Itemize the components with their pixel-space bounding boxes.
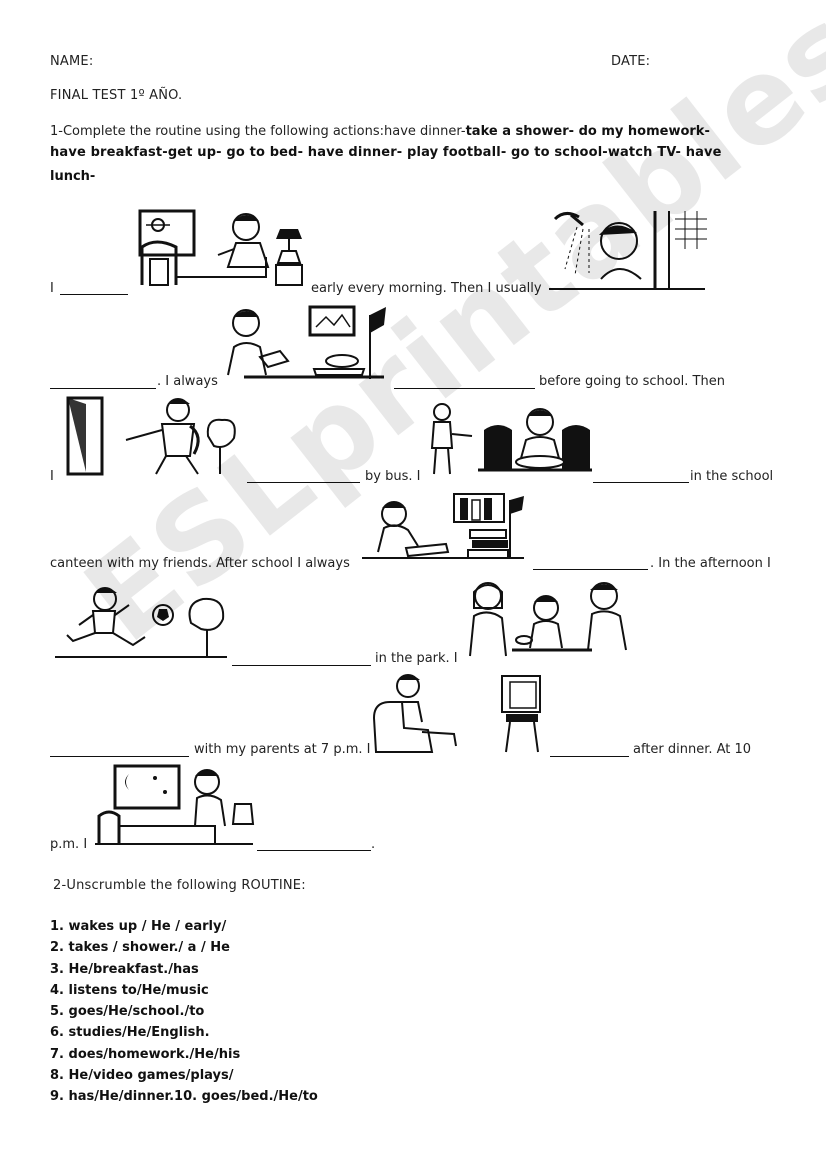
sentence2-end: before going to school. Then [539,374,725,389]
unscramble-list: 1. wakes up / He / early/ 2. takes / sho… [50,916,318,1108]
instruction-bold-1: take a shower- do my homework- [465,124,710,139]
date-label: DATE: [611,54,651,69]
blank-7[interactable] [232,665,371,666]
sentence3-bus: by bus. I [365,469,421,484]
shower-picture [545,209,710,291]
sentence1-i: I [50,281,54,296]
name-label: NAME: [50,54,94,69]
sentence5-text: in the park. I [375,651,458,666]
blank-10[interactable] [257,850,371,851]
go-to-school-picture [66,396,241,478]
sentence4-text: canteen with my friends. After school I … [50,556,350,571]
sentence7-end: . [371,837,376,852]
instruction-plain: 1-Complete the routine using the followi… [50,124,466,139]
exercise2-instruction: 2-Unscrumble the following ROUTINE: [53,878,306,893]
instruction-bold-3: lunch- [50,169,96,184]
blank-8[interactable] [50,756,189,757]
sentence4-end: . In the afternoon I [650,556,771,571]
sentence3-end: in the school [690,469,774,484]
sentence6-end: after dinner. At 10 [633,742,752,757]
sentence6-text: with my parents at 7 p.m. I [194,742,371,757]
sentence2-text: . I always [157,374,218,389]
sentence7-text: p.m. I [50,837,88,852]
list-item: 6. studies/He/English. [50,1025,210,1041]
football-picture [55,585,230,661]
lunch-picture [428,400,593,478]
list-item: 1. wakes up / He / early/ [50,919,227,934]
blank-5[interactable] [593,482,689,483]
get-up-picture [136,207,306,289]
list-item: 7. does/homework./He/his [50,1046,241,1062]
blank-9[interactable] [550,756,629,757]
homework-picture [362,492,527,562]
sentence1-text: early every morning. Then I usually [311,281,542,296]
blank-3[interactable] [394,388,535,389]
watch-tv-picture [370,672,545,756]
test-title: FINAL TEST 1º AÑO. [50,88,183,103]
list-item: 5. goes/He/school./to [50,1004,205,1020]
list-item: 2. takes / shower./ a / He [50,940,230,956]
breakfast-picture [224,305,389,383]
list-item: 3. He/breakfast./has [50,961,199,977]
go-to-bed-picture [95,764,255,848]
list-item: 9. has/He/dinner.10. goes/bed./He/to [50,1089,318,1105]
blank-1[interactable] [60,294,128,295]
blank-4[interactable] [247,482,360,483]
blank-2[interactable] [50,388,156,389]
dinner-picture [462,578,632,660]
list-item: 4. listens to/He/music [50,982,209,998]
sentence3-i: I [50,469,54,484]
blank-6[interactable] [533,569,648,570]
list-item: 8. He/video games/plays/ [50,1068,234,1084]
exercise1-instruction: 1-Complete the routine using the followi… [50,120,710,139]
instruction-bold-2: have breakfast-get up- go to bed- have d… [50,145,722,160]
